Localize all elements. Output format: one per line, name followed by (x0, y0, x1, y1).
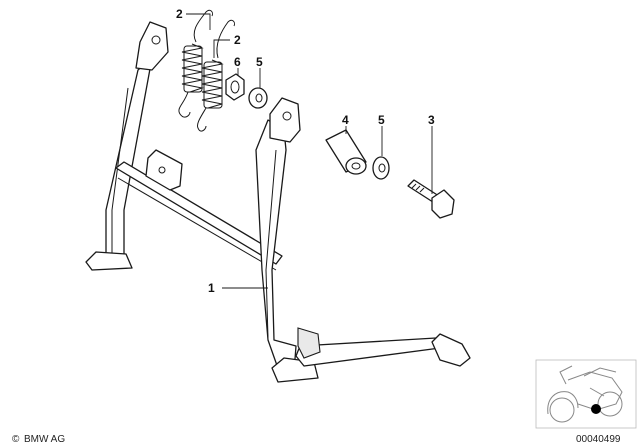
washer-lower-outer (372, 156, 390, 180)
center-stand-left-leg (105, 57, 153, 263)
footer: © BMW AG 00040499 (12, 434, 621, 445)
callout-4[interactable]: 4 (342, 113, 349, 127)
bolt-thread (411, 183, 425, 193)
center-stand-right-leg (255, 119, 297, 375)
center-stand-crossbar (115, 161, 283, 265)
leader-2a (186, 13, 211, 30)
bushing[interactable] (325, 129, 367, 175)
center-stand-left-leg-edge (111, 87, 129, 256)
callout-2b[interactable]: 2 (234, 33, 241, 47)
left-lug-hole (151, 35, 161, 45)
copyright-symbol: © (12, 434, 20, 445)
washer-upper-inner (255, 93, 263, 103)
return-spring-right[interactable] (197, 19, 235, 132)
spring-right-body (203, 61, 223, 109)
callout-labels: 2 2 6 5 4 5 3 1 (176, 7, 435, 295)
spring-left-hook-top (193, 9, 213, 43)
bolt[interactable] (407, 179, 455, 219)
bracket-hole (158, 166, 166, 174)
crossbar-bracket (145, 149, 183, 191)
leader-2b (213, 39, 230, 58)
callout-5a[interactable]: 5 (256, 55, 263, 69)
callout-3[interactable]: 3 (428, 113, 435, 127)
bushing-bore (351, 162, 361, 170)
locator-marker (591, 404, 601, 414)
center-stand-lever-pad (431, 333, 471, 367)
spring-left-hook-bottom (178, 91, 191, 118)
nut-bore (230, 80, 240, 94)
spring-right-coils (201, 59, 224, 109)
center-stand-left-lug (135, 21, 169, 71)
nut[interactable] (225, 73, 245, 101)
right-leg-edge (265, 149, 277, 339)
leader-lines (186, 13, 433, 289)
crossbar-edge (117, 177, 277, 271)
spring-right-hook-top (216, 19, 235, 59)
spring-right-hook-bottom (197, 107, 207, 132)
washer-lower-inner (378, 163, 386, 173)
center-stand-left-foot (85, 251, 133, 271)
bushing-end (345, 157, 367, 175)
locator-thumbnail (535, 359, 637, 429)
nut-body (225, 73, 245, 101)
washer-lower[interactable] (372, 156, 390, 180)
thumbnail-frame (535, 359, 637, 429)
callout-5b[interactable]: 5 (378, 113, 385, 127)
spring-left-body (183, 45, 203, 93)
lever-gusset (297, 327, 321, 359)
right-lug-hole (282, 111, 292, 121)
spring-left-coils (181, 43, 204, 93)
center-stand[interactable] (85, 21, 471, 383)
callout-1[interactable]: 1 (208, 281, 215, 295)
washer-upper-outer (248, 87, 268, 109)
callout-6[interactable]: 6 (234, 55, 241, 69)
bolt-head (431, 189, 455, 219)
brand-label: BMW AG (24, 434, 65, 445)
diagram-number: 00040499 (576, 434, 621, 445)
callout-2a[interactable]: 2 (176, 7, 183, 21)
washer-upper[interactable] (248, 87, 268, 109)
return-spring-left[interactable] (178, 9, 213, 118)
